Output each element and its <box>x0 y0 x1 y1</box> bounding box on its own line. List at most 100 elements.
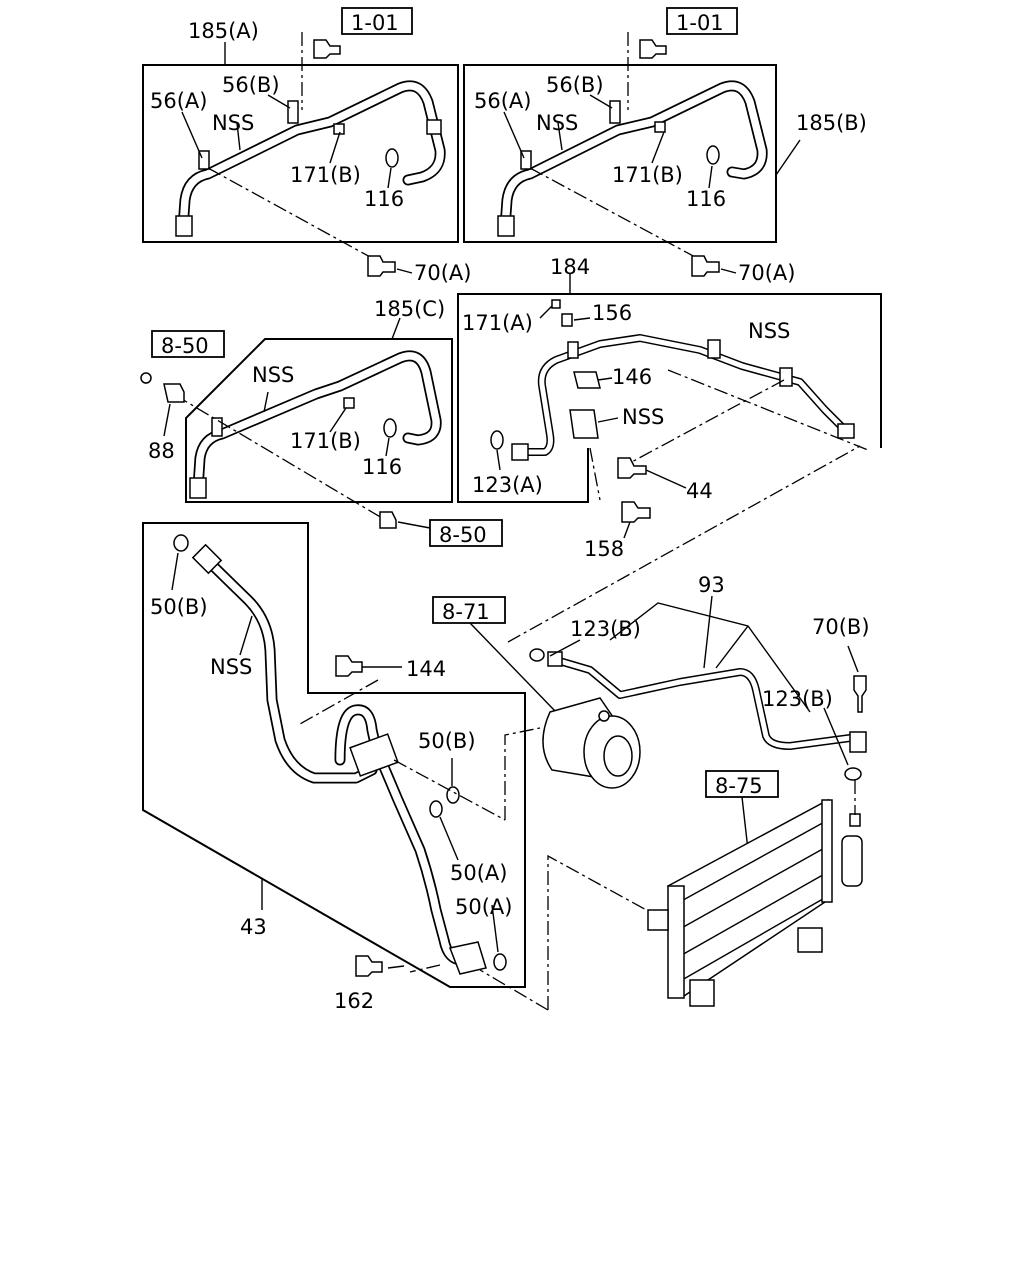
callout-70b: 70(B) <box>812 615 870 639</box>
bolt-icon <box>639 39 667 59</box>
assembly-93: 93 123(B) 70(B) 123(B) <box>529 573 870 781</box>
bracket-icon <box>287 100 299 124</box>
assembly-184: 184 171(A) 156 NSS 146 NSS 123(A) 44 158 <box>457 255 882 561</box>
callout-nss: NSS <box>252 363 294 387</box>
callout-50b: 50(B) <box>418 729 476 753</box>
mount-icon <box>598 710 610 722</box>
mount-bracket-icon <box>647 909 669 931</box>
callout-56b: 56(B) <box>222 73 280 97</box>
callout-144: 144 <box>406 657 446 681</box>
callout-171b: 171(B) <box>612 163 683 187</box>
fitting-nut-icon <box>189 477 207 499</box>
callout-146: 146 <box>612 365 652 389</box>
fitting-nut-icon <box>426 119 442 135</box>
valve-core-icon <box>561 313 573 327</box>
o-ring-icon <box>446 786 460 804</box>
ref-box-1-01 <box>341 7 413 35</box>
callout-8-50: 8-50 <box>161 334 209 358</box>
valve-icon <box>567 341 579 359</box>
ref-box-8-71 <box>432 596 506 624</box>
valve-cap-icon <box>551 299 561 309</box>
callout-43: 43 <box>240 915 267 939</box>
callout-50a: 50(A) <box>455 895 512 919</box>
callout-171b: 171(B) <box>290 163 361 187</box>
ref-box-1-01 <box>666 7 738 35</box>
fitting-nut-icon <box>837 423 855 439</box>
callout-56a: 56(A) <box>474 89 531 113</box>
o-ring-icon <box>706 145 720 165</box>
bracket-icon <box>609 100 621 124</box>
callout-184: 184 <box>550 255 590 279</box>
bracket-icon <box>198 150 210 170</box>
callout-185a: 185(A) <box>188 19 259 43</box>
o-ring-icon <box>429 800 443 818</box>
callout-70a: 70(A) <box>414 261 471 285</box>
callout-44: 44 <box>686 479 713 503</box>
callout-123b: 123(B) <box>570 617 641 641</box>
callout-156: 156 <box>592 301 632 325</box>
condenser-tank-icon <box>667 885 685 999</box>
valve-cap-icon <box>343 397 355 409</box>
valve-cap-icon <box>654 121 666 133</box>
bolt-icon <box>335 655 363 677</box>
callout-162: 162 <box>334 989 374 1013</box>
fitting-icon <box>849 813 861 827</box>
fitting-nut-icon <box>191 543 223 575</box>
condenser: 8-75 <box>647 770 863 1007</box>
connection-lines <box>479 445 861 1011</box>
fitting-nut-icon <box>849 731 867 753</box>
o-ring-icon <box>385 148 399 168</box>
callout-171b: 171(B) <box>290 429 361 453</box>
o-ring-icon <box>173 534 189 552</box>
bracket-icon <box>707 339 721 359</box>
fitting-nut-icon <box>497 215 515 237</box>
bracket-nss-icon <box>569 409 599 439</box>
bolt-icon <box>853 675 867 713</box>
callout-56a: 56(A) <box>150 89 207 113</box>
receiver-drier-icon <box>841 835 863 887</box>
o-ring-icon <box>490 430 504 450</box>
bolt-icon <box>621 501 651 523</box>
callout-50b: 50(B) <box>150 595 208 619</box>
box-185b <box>463 64 777 243</box>
callout-123a: 123(A) <box>472 473 543 497</box>
callout-123b: 123(B) <box>762 687 833 711</box>
bracket-icon <box>779 367 793 387</box>
box-185a <box>142 64 459 243</box>
relay-88-icon <box>163 383 185 403</box>
callout-1-01: 1-01 <box>676 11 724 35</box>
bolt-icon <box>691 255 720 277</box>
callout-185c: 185(C) <box>374 297 445 321</box>
nut-icon <box>140 372 152 384</box>
box-43 <box>142 522 526 988</box>
mount-bracket-icon <box>689 979 715 1007</box>
mount-bracket-icon <box>797 927 823 953</box>
assembly-43: 50(B) NSS 144 50(B) 50(A) 50(A) 43 162 <box>142 522 526 1013</box>
callout-1-01: 1-01 <box>351 11 399 35</box>
o-ring-icon <box>844 767 862 781</box>
o-ring-icon <box>493 953 507 971</box>
manifold-block-icon <box>349 733 399 777</box>
callout-158: 158 <box>584 537 624 561</box>
bracket-icon <box>520 150 532 170</box>
callout-8-75: 8-75 <box>715 774 763 798</box>
pipe-flange-icon <box>448 941 487 975</box>
callout-nss: NSS <box>748 319 790 343</box>
callout-185b: 185(B) <box>796 111 867 135</box>
callout-50a: 50(A) <box>450 861 507 885</box>
callout-171a: 171(A) <box>462 311 533 335</box>
bracket-icon <box>211 417 223 437</box>
callout-56b: 56(B) <box>546 73 604 97</box>
callout-88: 88 <box>148 439 175 463</box>
callout-70a: 70(A) <box>738 261 795 285</box>
compressor: 8-71 <box>432 596 641 789</box>
bolt-icon <box>367 255 396 277</box>
callout-nss: NSS <box>622 405 664 429</box>
box-184 <box>457 293 882 503</box>
ref-box-8-50 <box>429 519 503 547</box>
ref-box-8-50 <box>151 330 225 358</box>
assembly-185b: 1-01 56(B) 56(A) NSS 185(B) 171(B) 116 7… <box>463 7 867 285</box>
callout-93: 93 <box>698 573 725 597</box>
